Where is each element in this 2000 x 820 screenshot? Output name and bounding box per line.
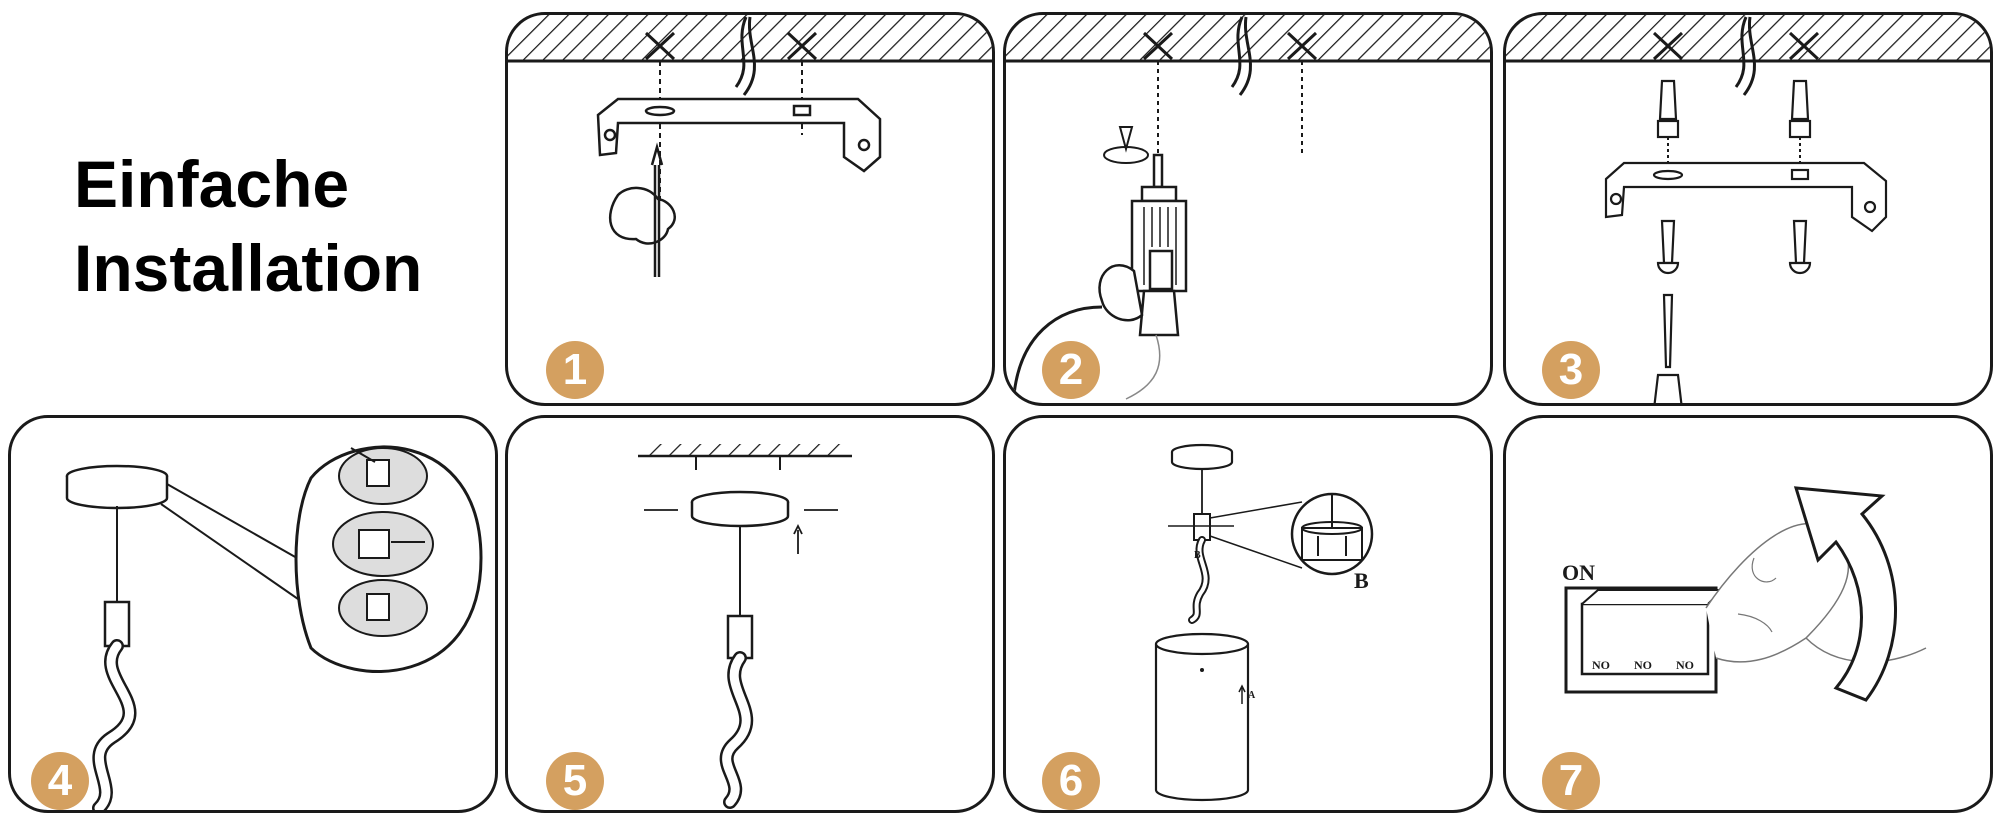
step-7-panel: ON NO NO NO 7: [1503, 415, 1993, 813]
step-1-badge: 1: [546, 341, 604, 399]
step-1-panel: 1: [505, 12, 995, 406]
title-line-1: Einfache: [74, 147, 350, 221]
step-6-badge: 6: [1042, 752, 1100, 810]
attach-lamp-shade-icon: B B A: [1154, 443, 1374, 802]
mark-holes-with-pencil-icon: [508, 15, 992, 277]
step-2-badge: 2: [1042, 341, 1100, 399]
connect-wires-icon: [65, 445, 483, 810]
switch-1-label: NO: [1592, 658, 1610, 672]
step-5-badge: 5: [546, 752, 604, 810]
step-6-panel: B B A 6: [1003, 415, 1493, 813]
switch-3-label: NO: [1676, 658, 1694, 672]
switch-on-icon: ON NO NO NO: [1562, 486, 1927, 702]
screw-mounting-bracket-icon: [1506, 15, 1990, 403]
step-3-panel: 3: [1503, 12, 1993, 406]
step-7-badge: 7: [1542, 752, 1600, 810]
page-title: Einfache Installation: [74, 142, 422, 310]
step6-label-b: B: [1354, 568, 1369, 593]
step-5-panel: 5: [505, 415, 995, 813]
step-2-panel: 2: [1003, 12, 1493, 406]
step6-label-b-small: B: [1194, 550, 1201, 561]
step-4-badge: 4: [31, 752, 89, 810]
switch-2-label: NO: [1634, 658, 1652, 672]
step7-on-label: ON: [1562, 560, 1595, 585]
title-line-2: Installation: [74, 231, 423, 305]
step6-label-a-small: A: [1248, 690, 1256, 701]
attach-canopy-icon: [638, 444, 852, 809]
drill-holes-icon: [1006, 15, 1490, 400]
step-3-badge: 3: [1542, 341, 1600, 399]
step-4-panel: 4: [8, 415, 498, 813]
